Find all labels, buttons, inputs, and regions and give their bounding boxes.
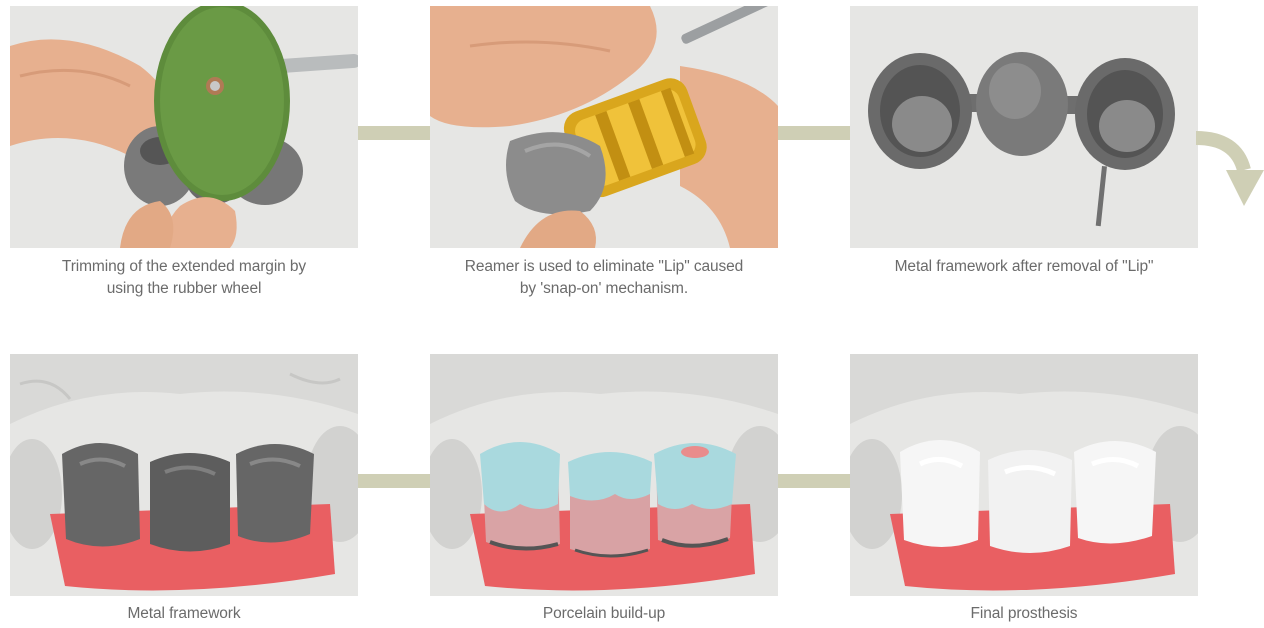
step-2-caption-line-1: Reamer is used to eliminate "Lip" caused — [414, 256, 794, 278]
step-6-caption: Final prosthesis — [834, 603, 1214, 625]
step-1-caption: Trimming of the extended margin by using… — [0, 256, 374, 300]
step-2-image — [430, 6, 778, 248]
step-4-caption-line-1: Metal framework — [0, 603, 374, 625]
step-3-caption-line-1: Metal framework after removal of "Lip" — [834, 256, 1214, 278]
step-3-image — [850, 6, 1198, 248]
connector-4-5 — [358, 474, 430, 488]
step-1-image — [10, 6, 358, 248]
step-6-caption-line-1: Final prosthesis — [834, 603, 1214, 625]
step-5-caption-line-1: Porcelain build-up — [414, 603, 794, 625]
metal-framework-on-model-illustration — [10, 354, 358, 596]
step-2-caption: Reamer is used to eliminate "Lip" caused… — [414, 256, 794, 300]
step-6-image — [850, 354, 1198, 596]
step-1-caption-line-1: Trimming of the extended margin by — [0, 256, 374, 278]
porcelain-buildup-illustration — [430, 354, 778, 596]
step-4-caption: Metal framework — [0, 603, 374, 625]
connector-2-3 — [778, 126, 850, 140]
step-2-caption-line-2: by 'snap-on' mechanism. — [414, 278, 794, 300]
rubber-wheel-illustration — [10, 6, 358, 248]
step-1-caption-line-2: using the rubber wheel — [0, 278, 374, 300]
metal-framework-illustration — [850, 6, 1198, 248]
step-3-caption: Metal framework after removal of "Lip" — [834, 256, 1214, 278]
step-4-image — [10, 354, 358, 596]
step-5-image — [430, 354, 778, 596]
connector-5-6 — [778, 474, 850, 488]
curved-down-arrow-icon — [1196, 130, 1264, 210]
step-5-caption: Porcelain build-up — [414, 603, 794, 625]
reamer-illustration — [430, 6, 778, 248]
connector-1-2 — [358, 126, 430, 140]
final-prosthesis-illustration — [850, 354, 1198, 596]
